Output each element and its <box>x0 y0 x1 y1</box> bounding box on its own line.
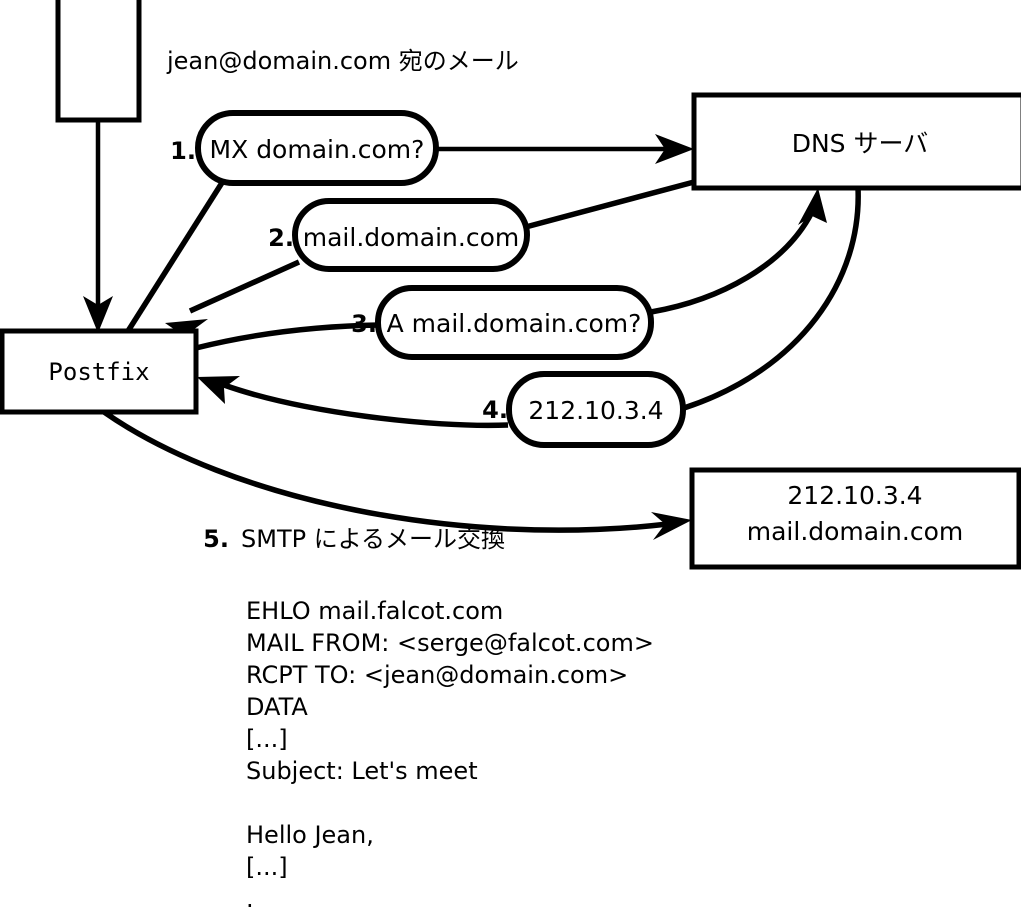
smtp-line-2: MAIL FROM: <serge@falcot.com> <box>246 629 654 657</box>
step-3-label: A mail.domain.com? <box>387 309 642 338</box>
node-mail-server: 212.10.3.4 mail.domain.com <box>689 467 1021 570</box>
step-bubble-2: 2. mail.domain.com <box>268 198 530 272</box>
node-postfix-label: Postfix <box>48 358 149 386</box>
node-mail-server-rect <box>689 467 1021 570</box>
connector-step1-origin-line <box>125 176 228 333</box>
connector-step4-to-postfix-line <box>223 382 509 429</box>
node-dns-server: DNS サーバ <box>691 92 1021 191</box>
node-mail-server-ip-label: 212.10.3.4 <box>787 481 922 510</box>
connector-step1 <box>432 134 694 164</box>
step-bubble-4-rect <box>506 371 686 448</box>
connector-mail-in-arrowhead <box>83 296 113 333</box>
node-mua-rect <box>55 0 142 123</box>
connector-step2-from-dns <box>521 179 695 231</box>
smtp-line-9: [...] <box>246 853 288 881</box>
connector-step4-to-postfix <box>197 376 509 429</box>
connector-step3-from-postfix <box>195 322 381 351</box>
step-bubble-3-rect <box>375 285 654 360</box>
smtp-transcript: EHLO mail.falcot.com MAIL FROM: <serge@f… <box>246 597 654 913</box>
step-5-number: 5. <box>203 525 229 553</box>
step-bubble-2-rect <box>292 198 530 272</box>
connector-step3-arrowhead <box>798 188 827 225</box>
node-mail-server-host-label: mail.domain.com <box>747 517 963 546</box>
connector-step1-origin <box>125 176 228 333</box>
smtp-line-3: RCPT TO: <jean@domain.com> <box>246 661 628 689</box>
connector-step5-arrowhead <box>651 512 692 540</box>
connector-step3-from-postfix-line <box>195 322 381 351</box>
connector-step5 <box>102 409 692 540</box>
step-1-label: MX domain.com? <box>210 135 425 164</box>
connector-step4-from-dns-line <box>683 187 861 411</box>
node-mua <box>55 0 142 123</box>
connector-step2-from-dns-line <box>521 179 695 231</box>
step-bubble-4: 4. 212.10.3.4 <box>482 371 686 448</box>
step-4-label: 212.10.3.4 <box>528 396 663 425</box>
incoming-mail-caption: jean@domain.com 宛のメール <box>166 47 519 75</box>
connector-step5-line <box>102 409 669 533</box>
connector-step4-from-dns <box>683 187 861 411</box>
smtp-line-5: [...] <box>246 725 288 753</box>
node-postfix: Postfix <box>0 328 199 415</box>
smtp-line-6: Subject: Let's meet <box>246 757 478 785</box>
smtp-line-4: DATA <box>246 693 308 721</box>
step-4-number: 4. <box>482 396 508 424</box>
connector-step3-to-dns <box>650 188 827 315</box>
connector-step4-arrowhead <box>197 376 240 404</box>
node-dns-server-rect <box>691 92 1021 191</box>
step-3-number: 3. <box>351 310 377 338</box>
step-5-label: SMTP によるメール交換 <box>241 525 505 553</box>
smtp-line-1: EHLO mail.falcot.com <box>246 597 503 625</box>
connector-step1-arrowhead <box>655 134 694 164</box>
connector-step2-to-postfix-line <box>188 259 301 314</box>
step-bubble-1-rect <box>195 110 439 186</box>
step-2-label: mail.domain.com <box>303 223 519 252</box>
smtp-line-8: Hello Jean, <box>246 821 374 849</box>
node-postfix-rect <box>0 328 199 415</box>
step-bubble-3: 3. A mail.domain.com? <box>351 285 654 360</box>
connector-mail-in <box>83 120 113 333</box>
step-2-number: 2. <box>268 224 294 252</box>
step-bubble-1: 1. MX domain.com? <box>170 110 439 186</box>
connector-step3-to-dns-line <box>650 210 815 315</box>
node-dns-server-label: DNS サーバ <box>792 129 929 158</box>
step-1-number: 1. <box>170 137 196 165</box>
smtp-line-10: . <box>246 885 254 913</box>
